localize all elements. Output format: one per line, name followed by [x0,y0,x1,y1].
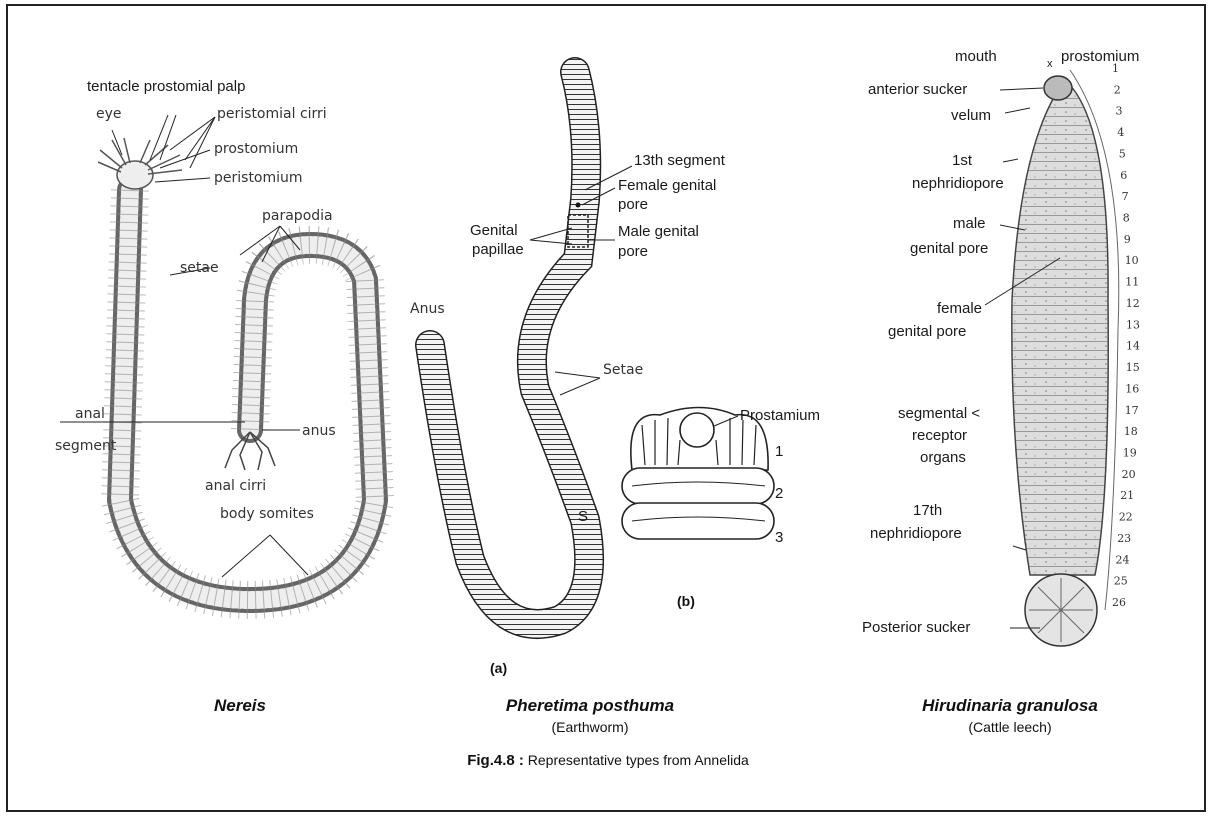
leech-segment-number: 19 [1123,447,1137,460]
segment-3-outline [622,503,774,539]
label-female-genital-pore-leech-b: genital pore [888,323,966,340]
leech-segment-number: 18 [1124,425,1138,438]
leech-segment-number: 9 [1124,233,1131,246]
label-male-genital-pore-a: male [953,215,986,232]
label-17th-nephridiopore-b: nephridiopore [870,525,962,542]
label-peristomial-cirri: peristomial cirri [217,106,327,122]
label-posterior-sucker: Posterior sucker [862,619,970,636]
label-male-genital-pore-2: pore [618,243,648,260]
caption-nereis: Nereis [140,696,340,716]
leech-drawing [985,70,1119,646]
label-17th-nephridiopore-a: 17th [913,502,942,519]
species-name-pheretima: Pheretima posthuma [440,696,740,716]
leech-segment-number: 8 [1123,212,1130,225]
leech-segment-number: 13 [1126,318,1140,331]
label-mouth: mouth [955,48,997,65]
leech-segment-number: 25 [1114,575,1128,588]
leech-body [1012,80,1108,575]
leech-segment-number: 4 [1117,126,1124,139]
leech-segment-number: 23 [1117,532,1131,545]
leech-segment-number: 17 [1125,404,1139,417]
label-x: x [1047,58,1053,70]
label-segmental-receptor-c: organs [920,449,966,466]
leech-segment-number: 14 [1126,340,1140,353]
label-prostomium: prostomium [214,141,298,157]
leech-segment-number: 26 [1112,596,1126,609]
subfigure-b-label: (b) [677,593,695,609]
label-anterior-sucker: anterior sucker [868,81,967,98]
leech-segment-number: 10 [1125,254,1139,267]
leech-segment-number: 24 [1116,553,1130,566]
label-female-genital-pore-2: pore [618,196,648,213]
label-parapodia: parapodia [262,208,333,224]
label-eye: eye [96,106,122,122]
leech-segment-number: 15 [1126,361,1140,374]
leech-segment-number: 22 [1119,511,1133,524]
label-peristomium: peristomium [214,170,303,186]
nereis-drawing [60,115,375,600]
label-seg-3: 3 [775,529,783,546]
prostomium-detail [622,408,774,540]
label-genital-papillae-2: papillae [472,241,524,258]
label-13th-segment: 13th segment [634,152,726,169]
label-setae-earthworm: Setae [603,362,643,378]
common-name-earthworm: (Earthworm) [440,719,740,735]
leech-segment-number: 2 [1114,83,1121,96]
pheretima-drawing [430,72,632,624]
label-anal-segment-2: segment [55,438,117,454]
label-seg-2: 2 [775,485,783,502]
figure-title: Representative types from Annelida [528,752,749,768]
common-name-cattle-leech: (Cattle leech) [860,719,1160,735]
label-segmental-receptor-b: receptor [912,427,967,444]
leech-segment-number: 11 [1125,276,1139,289]
subfigure-a-label: (a) [490,660,507,676]
label-male-genital-pore-1: Male genital [618,223,699,240]
leech-segment-number: 20 [1122,468,1136,481]
leech-segment-number: 21 [1120,489,1134,502]
leech-segment-numbers: 1234567891011121314151617181920212223242… [1112,62,1140,609]
label-s: S [578,508,588,525]
label-male-genital-pore-b: genital pore [910,240,988,257]
label-1st-nephridiopore-b: nephridiopore [912,175,1004,192]
species-name-nereis: Nereis [140,696,340,716]
segment-2-outline [622,468,774,504]
label-tentacle-prostomial-palp: tentacle prostomial palp [87,78,245,95]
label-setae: setae [180,260,219,276]
label-prostamium: Prostamium [740,407,820,424]
nereis-head [117,161,153,189]
figure-caption: Fig.4.8 : Representative types from Anne… [0,752,1216,769]
anterior-sucker-shape [1044,76,1072,100]
label-1st-nephridiopore-a: 1st [952,152,973,169]
label-anal-segment-1: anal [75,406,105,422]
label-body-somites: body somites [220,506,314,522]
leech-segment-number: 6 [1120,169,1127,182]
leech-segment-number: 16 [1125,382,1139,395]
label-female-genital-pore-leech-a: female [937,300,982,317]
leech-segment-number: 3 [1116,105,1123,118]
caption-hirudinaria: Hirudinaria granulosa (Cattle leech) [860,696,1160,735]
label-prostomium-leech: prostomium [1061,48,1139,65]
earthworm-body [430,72,589,624]
leech-segment-number: 12 [1126,297,1140,310]
figure-number: Fig.4.8 : [467,752,524,769]
label-genital-papillae-1: Genital [470,222,518,239]
label-segmental-receptor-a: segmental < [898,405,980,422]
posterior-sucker-rays [1029,578,1093,642]
leech-segment-number: 7 [1122,190,1129,203]
label-anal-cirri: anal cirri [205,478,266,494]
leech-segment-number: 5 [1119,147,1126,160]
species-name-hirudinaria: Hirudinaria granulosa [860,696,1160,716]
caption-pheretima: Pheretima posthuma (Earthworm) [440,696,740,735]
label-anus-earthworm: Anus [410,301,445,317]
label-seg-1: 1 [775,443,783,460]
label-female-genital-pore-1: Female genital [618,177,716,194]
prostamium-lobe [680,413,714,447]
label-anus: anus [302,423,336,439]
label-velum: velum [951,107,991,124]
